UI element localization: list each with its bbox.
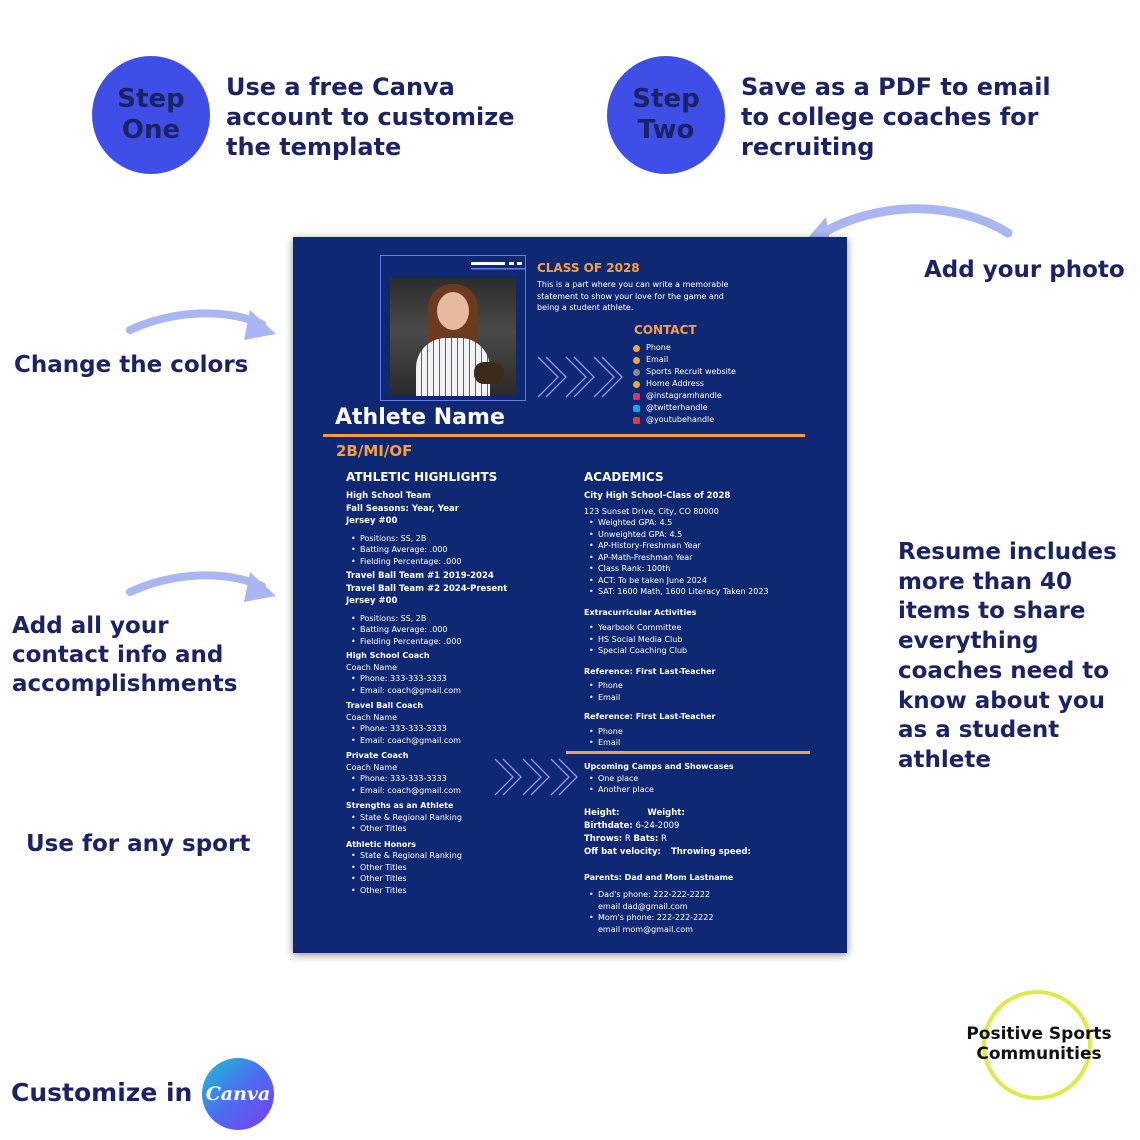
brand-logo: Positive Sports Communities	[966, 1024, 1112, 1064]
callout-any-sport: Use for any sport	[26, 831, 251, 857]
contact-title: CONTACT	[634, 323, 697, 337]
athlete-photo	[390, 278, 516, 396]
arrow-colors-icon	[126, 309, 276, 340]
academics: ACADEMICS City High School-Class of 2028…	[584, 470, 824, 749]
customize-label: Customize in	[11, 1078, 193, 1107]
class-of: CLASS OF 2028	[537, 261, 640, 275]
contact-home: Home Address	[633, 378, 736, 390]
athletic-title: ATHLETIC HIGHLIGHTS	[346, 470, 498, 484]
contact-website: Sports Recruit website	[633, 366, 736, 378]
email-icon	[633, 356, 640, 364]
step-one-line2: One	[121, 115, 181, 145]
instagram-icon	[633, 392, 640, 400]
positions: 2B/MI/OF	[336, 442, 413, 460]
chevrons-bottom-icon	[494, 758, 578, 796]
contact-twitter: @twitterhandle	[633, 402, 736, 414]
statement: This is a part where you can write a mem…	[537, 280, 729, 312]
mid-divider	[566, 751, 810, 754]
step-one-badge: Step One	[92, 56, 210, 174]
website-icon	[633, 368, 640, 376]
athlete-name: Athlete Name	[335, 405, 505, 430]
camps-and-stats: Upcoming Camps and Showcases One place A…	[584, 761, 824, 935]
athletic-highlights: ATHLETIC HIGHLIGHTS High School Team Fal…	[346, 470, 546, 896]
home-icon	[633, 380, 640, 388]
youtube-icon	[633, 416, 640, 424]
step-one-line1: Step	[117, 84, 185, 114]
contact-youtube: @youtubehandle	[633, 414, 736, 426]
step-two-text: Save as a PDF to email to college coache…	[741, 73, 1051, 161]
callout-resume-includes: Resume includes more than 40 items to sh…	[898, 539, 1117, 773]
contact-email: Email	[633, 354, 736, 366]
top-divider	[323, 434, 805, 437]
step-two-line1: Step	[632, 84, 700, 114]
phone-icon	[633, 344, 640, 352]
photo-frame	[380, 255, 526, 401]
arrow-contact-icon	[126, 571, 276, 602]
canva-logo: Canva	[202, 1058, 274, 1130]
callout-contact-info: Add all your contact info and accomplish…	[12, 613, 238, 697]
stats-block: Height:Weight: Birthdate: 6-24-2009 Thro…	[584, 807, 751, 857]
frame-stripes-icon	[471, 262, 525, 270]
resume-preview: CLASS OF 2028 This is a part where you c…	[293, 237, 847, 953]
chevrons-top-icon	[537, 356, 623, 398]
step-two-badge: Step Two	[607, 56, 725, 174]
contact-instagram: @instagramhandle	[633, 390, 736, 402]
academics-title: ACADEMICS	[584, 470, 664, 484]
contact-list: Phone Email Sports Recruit website Home …	[633, 342, 736, 426]
step-one-text: Use a free Canva account to customize th…	[226, 73, 515, 161]
contact-phone: Phone	[633, 342, 736, 354]
brand-ring-icon	[982, 990, 1092, 1100]
twitter-icon	[633, 404, 640, 412]
callout-add-photo: Add your photo	[924, 257, 1125, 283]
callout-change-colors: Change the colors	[14, 352, 249, 378]
step-two-line2: Two	[637, 115, 695, 145]
